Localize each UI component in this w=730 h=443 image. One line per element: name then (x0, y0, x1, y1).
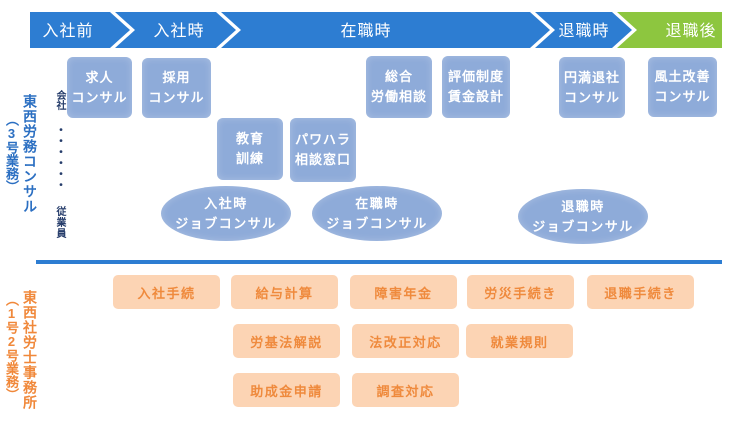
office-service-labor-law-explanation: 労基法解説 (233, 324, 340, 358)
phase-segment-hiring (115, 12, 236, 48)
office-service-law-revision-response: 法改正対応 (352, 324, 459, 358)
phase-segment-post-resignation (617, 12, 722, 48)
office-service-offboarding-procedures: 退職手続き (587, 275, 694, 309)
axis-label-company: 会社 (54, 90, 65, 110)
service-line: コンサル (654, 89, 711, 104)
service-line: 採用 (162, 70, 191, 85)
phase-label-pre-hire: 入社前 (42, 22, 93, 40)
service-box-recruitment-consulting: 求人 コンサル (67, 57, 132, 118)
phase-label-hiring: 入社時 (153, 22, 204, 40)
service-line: 円満退社 (563, 69, 620, 85)
service-line: 求人 (85, 69, 114, 85)
service-line: 風土改善 (654, 69, 711, 84)
phase-label-resignation: 退職時 (558, 22, 609, 40)
office-name-label: 東西社労士事務所 (22, 290, 38, 410)
service-line: コンサル (148, 90, 205, 105)
consultancy-name-label: 東西労務コンサル (22, 94, 38, 214)
job-consulting-line: ジョブコンサル (532, 218, 634, 234)
phase-segment-resignation (535, 12, 632, 48)
job-consulting-line: ジョブコンサル (326, 215, 428, 231)
phase-segment-pre-hire (30, 12, 130, 48)
service-line: パワハラ (295, 132, 351, 147)
service-box-evaluation-wage-design: 評価制度 賃金設計 (442, 56, 510, 118)
job-consulting-hiring: 入社時 ジョブコンサル (161, 186, 291, 241)
phase-bar: 入社前 入社時 在職時 退職時 退職後 (30, 12, 722, 48)
phase-label-post-resignation: 退職後 (665, 22, 716, 40)
service-box-education-training: 教育 訓練 (217, 118, 283, 180)
phase-label-employment: 在職時 (340, 22, 391, 40)
service-box-culture-improvement-consulting: 風土改善 コンサル (648, 57, 717, 117)
consultancy-scope-label: （3号業務） (4, 113, 19, 193)
service-line: 相談窓口 (294, 152, 351, 167)
office-service-inspection-response: 調査対応 (352, 373, 459, 407)
office-service-payroll: 給与計算 (231, 275, 338, 309)
office-service-subsidy-application: 助成金申請 (233, 373, 340, 407)
job-consulting-line: ジョブコンサル (175, 215, 277, 231)
office-scope-label: （1号2号業務） (4, 293, 19, 401)
axis-label-employee: 従業員 (54, 206, 65, 239)
job-consulting-line: 退職時 (561, 198, 605, 214)
service-line: 訓練 (235, 151, 264, 166)
job-consulting-employment: 在職時 ジョブコンサル (312, 186, 442, 241)
office-service-work-rules: 就業規則 (466, 324, 573, 358)
service-line: 評価制度 (447, 69, 504, 84)
service-line: 労働相談 (370, 89, 427, 104)
section-divider (36, 260, 722, 264)
service-box-harassment-consultation-desk: パワハラ 相談窓口 (290, 118, 356, 182)
job-consulting-line: 入社時 (204, 195, 248, 211)
service-box-general-labor-consultation: 総合 労働相談 (366, 56, 432, 118)
service-line: 賃金設計 (447, 89, 504, 104)
service-line: コンサル (71, 89, 128, 105)
job-consulting-line: 在職時 (355, 195, 399, 211)
service-line: 総合 (384, 69, 413, 84)
axis-dots: ・・・・・・ (54, 124, 66, 190)
phase-segment-employment (221, 12, 550, 48)
office-service-disability-pension: 障害年金 (350, 275, 457, 309)
service-line: コンサル (563, 89, 620, 105)
job-consulting-resignation: 退職時 ジョブコンサル (518, 189, 648, 244)
service-line: 教育 (235, 131, 264, 146)
office-service-onboarding-procedures: 入社手続 (113, 275, 220, 309)
service-box-amicable-exit-consulting: 円満退社 コンサル (559, 57, 625, 118)
office-service-workers-comp-procedures: 労災手続き (467, 275, 574, 309)
service-box-hiring-consulting: 採用 コンサル (142, 58, 211, 118)
